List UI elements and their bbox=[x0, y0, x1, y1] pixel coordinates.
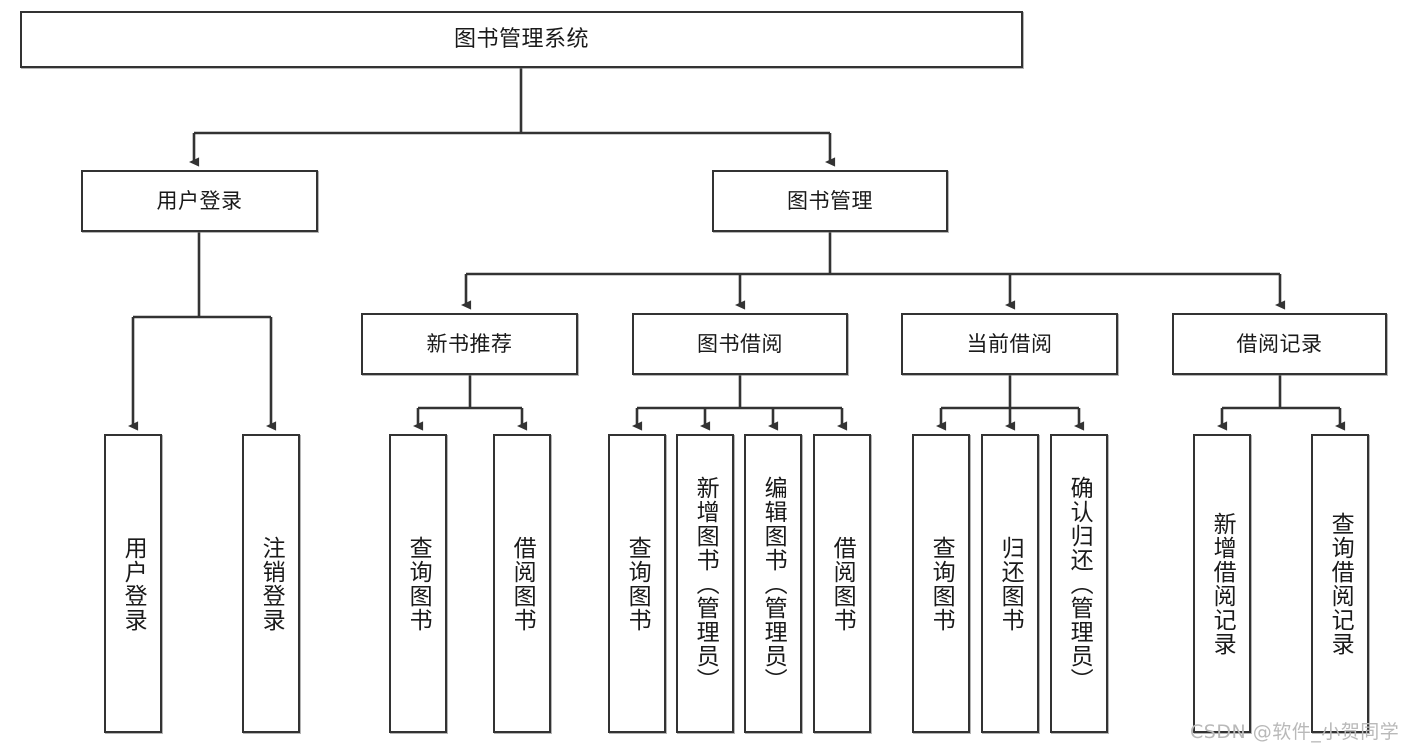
node-label: 用户登录 bbox=[156, 188, 243, 213]
csdn-watermark: CSDN @软件_小贺同学 bbox=[1190, 721, 1400, 743]
leaf-add-book-admin[interactable]: 新增图书（管理员） bbox=[676, 434, 734, 733]
node-label: 注销登录 bbox=[258, 535, 285, 632]
node-label: 确认归还（管理员） bbox=[1066, 475, 1093, 692]
node-label: 新增图书（管理员） bbox=[692, 475, 719, 692]
node-label: 图书借阅 bbox=[697, 331, 783, 356]
leaf-add-borrow-record[interactable]: 新增借阅记录 bbox=[1193, 434, 1251, 733]
node-label: 新增借阅记录 bbox=[1209, 511, 1236, 656]
node-label: 查询图书 bbox=[928, 535, 955, 632]
leaf-search-book-current[interactable]: 查询图书 bbox=[912, 434, 970, 733]
leaf-edit-book-admin[interactable]: 编辑图书（管理员） bbox=[744, 434, 802, 733]
node-label: 用户登录 bbox=[120, 535, 147, 632]
node-root-book-management-system[interactable]: 图书管理系统 bbox=[20, 11, 1023, 68]
leaf-search-book-recommend[interactable]: 查询图书 bbox=[389, 434, 447, 733]
leaf-borrow-book[interactable]: 借阅图书 bbox=[813, 434, 871, 733]
node-label: 查询借阅记录 bbox=[1327, 511, 1354, 656]
node-book-borrow[interactable]: 图书借阅 bbox=[632, 313, 848, 375]
node-current-borrow[interactable]: 当前借阅 bbox=[901, 313, 1118, 375]
leaf-confirm-return-admin[interactable]: 确认归还（管理员） bbox=[1050, 434, 1108, 733]
node-label: 查询图书 bbox=[624, 535, 651, 632]
leaf-search-borrow-record[interactable]: 查询借阅记录 bbox=[1311, 434, 1369, 733]
node-book-management[interactable]: 图书管理 bbox=[712, 170, 948, 232]
node-label: 图书管理 bbox=[787, 188, 873, 213]
node-label: 借阅图书 bbox=[829, 535, 856, 632]
leaf-user-logout[interactable]: 注销登录 bbox=[242, 434, 300, 733]
leaf-return-book[interactable]: 归还图书 bbox=[981, 434, 1039, 733]
node-label: 编辑图书（管理员） bbox=[760, 475, 787, 692]
leaf-borrow-book-recommend[interactable]: 借阅图书 bbox=[493, 434, 551, 733]
leaf-search-book-borrow[interactable]: 查询图书 bbox=[608, 434, 666, 733]
node-label: 借阅图书 bbox=[509, 535, 536, 632]
node-label: 借阅记录 bbox=[1236, 331, 1323, 356]
node-label: 新书推荐 bbox=[426, 331, 513, 356]
node-borrow-record[interactable]: 借阅记录 bbox=[1172, 313, 1387, 375]
node-label: 当前借阅 bbox=[966, 331, 1053, 356]
node-label: 图书管理系统 bbox=[453, 26, 589, 52]
node-new-book-recommend[interactable]: 新书推荐 bbox=[361, 313, 578, 375]
node-label: 归还图书 bbox=[997, 535, 1024, 632]
leaf-user-login[interactable]: 用户登录 bbox=[104, 434, 162, 733]
node-user-login[interactable]: 用户登录 bbox=[81, 170, 318, 232]
node-label: 查询图书 bbox=[405, 535, 432, 632]
